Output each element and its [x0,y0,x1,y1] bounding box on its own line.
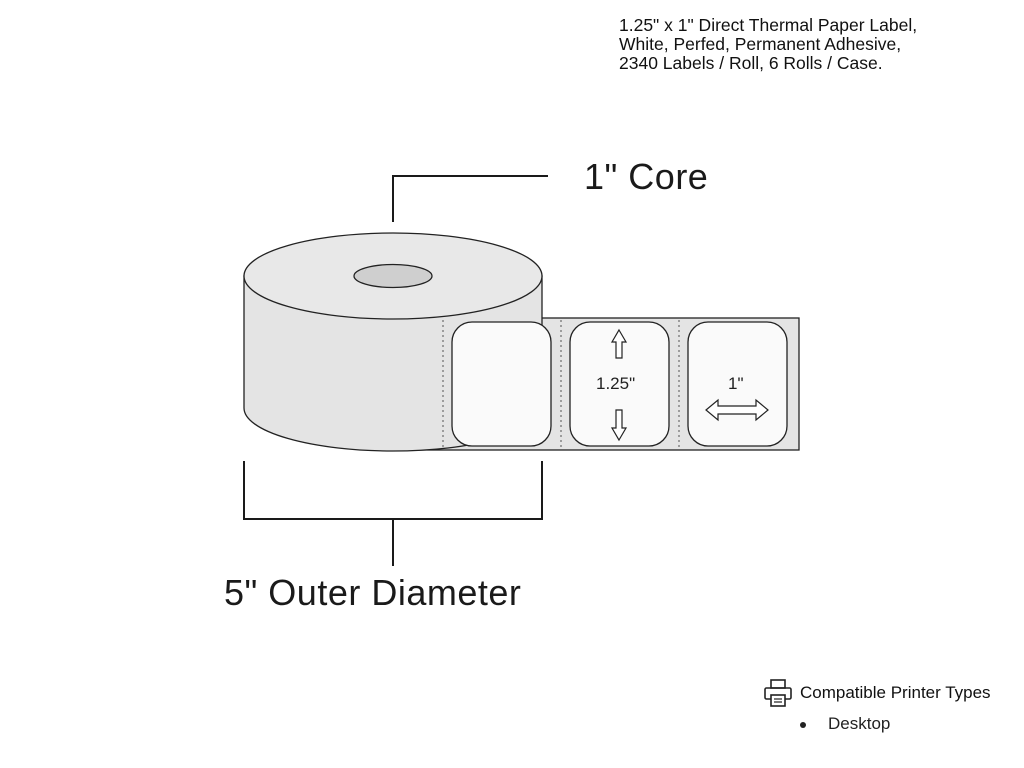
description-line-2: White, Perfed, Permanent Adhesive, [619,34,902,54]
roll-core-hole [353,263,433,289]
printer-types-list: Desktop [798,714,1024,734]
list-item: Desktop [798,714,1024,734]
printer-icon [762,678,794,708]
compatible-printers-title: Compatible Printer Types [800,683,991,702]
outer-diameter-label: 5" Outer Diameter [224,572,522,613]
description-line-3: 2340 Labels / Roll, 6 Rolls / Case. [619,53,883,73]
outer-diameter-bracket [243,461,543,520]
up-arrow-icon [610,328,628,359]
compatible-printers-header: Compatible Printer Types [762,678,1024,708]
description-line-1: 1.25" x 1" Direct Thermal Paper Label, [619,15,918,35]
label-2 [569,321,670,447]
core-size-label: 1" Core [584,156,709,197]
down-arrow-icon [610,409,628,442]
core-callout-line [392,175,548,222]
label-height-dimension: 1.25" [596,374,636,393]
product-description: 1.25" x 1" Direct Thermal Paper Label, W… [619,16,917,73]
label-1 [451,321,552,447]
compatible-printers-section: Compatible Printer Types Desktop [762,678,1024,734]
label-width-dimension: 1" [728,374,744,393]
double-arrow-icon [705,398,769,422]
